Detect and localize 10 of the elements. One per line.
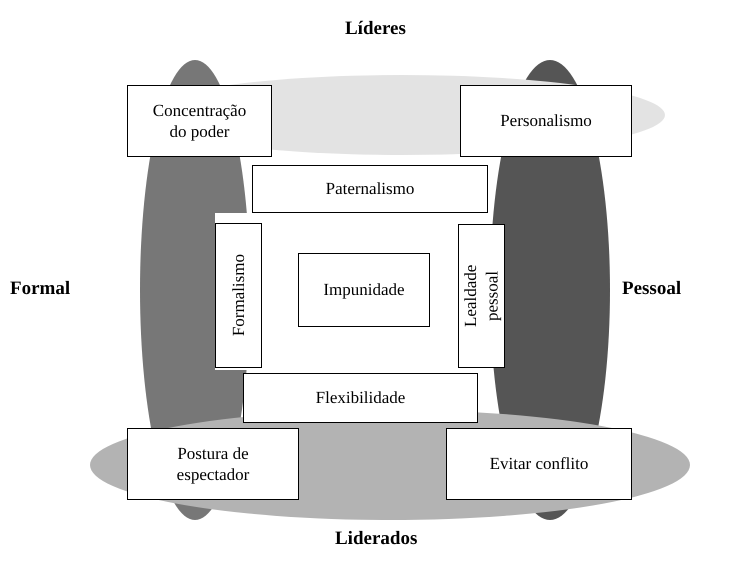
concept-box: Impunidade [298, 253, 430, 327]
band-label: Pessoal [622, 278, 682, 300]
band-label: Formal [10, 278, 70, 300]
concept-box: Lealdade pessoal [458, 224, 505, 368]
band-label: Líderes [345, 18, 406, 40]
concept-box: Flexibilidade [243, 373, 478, 423]
concept-box: Concentração do poder [127, 85, 272, 157]
band-label: Liderados [335, 528, 418, 550]
concept-box: Formalismo [215, 223, 262, 368]
concept-box: Paternalismo [252, 165, 488, 213]
